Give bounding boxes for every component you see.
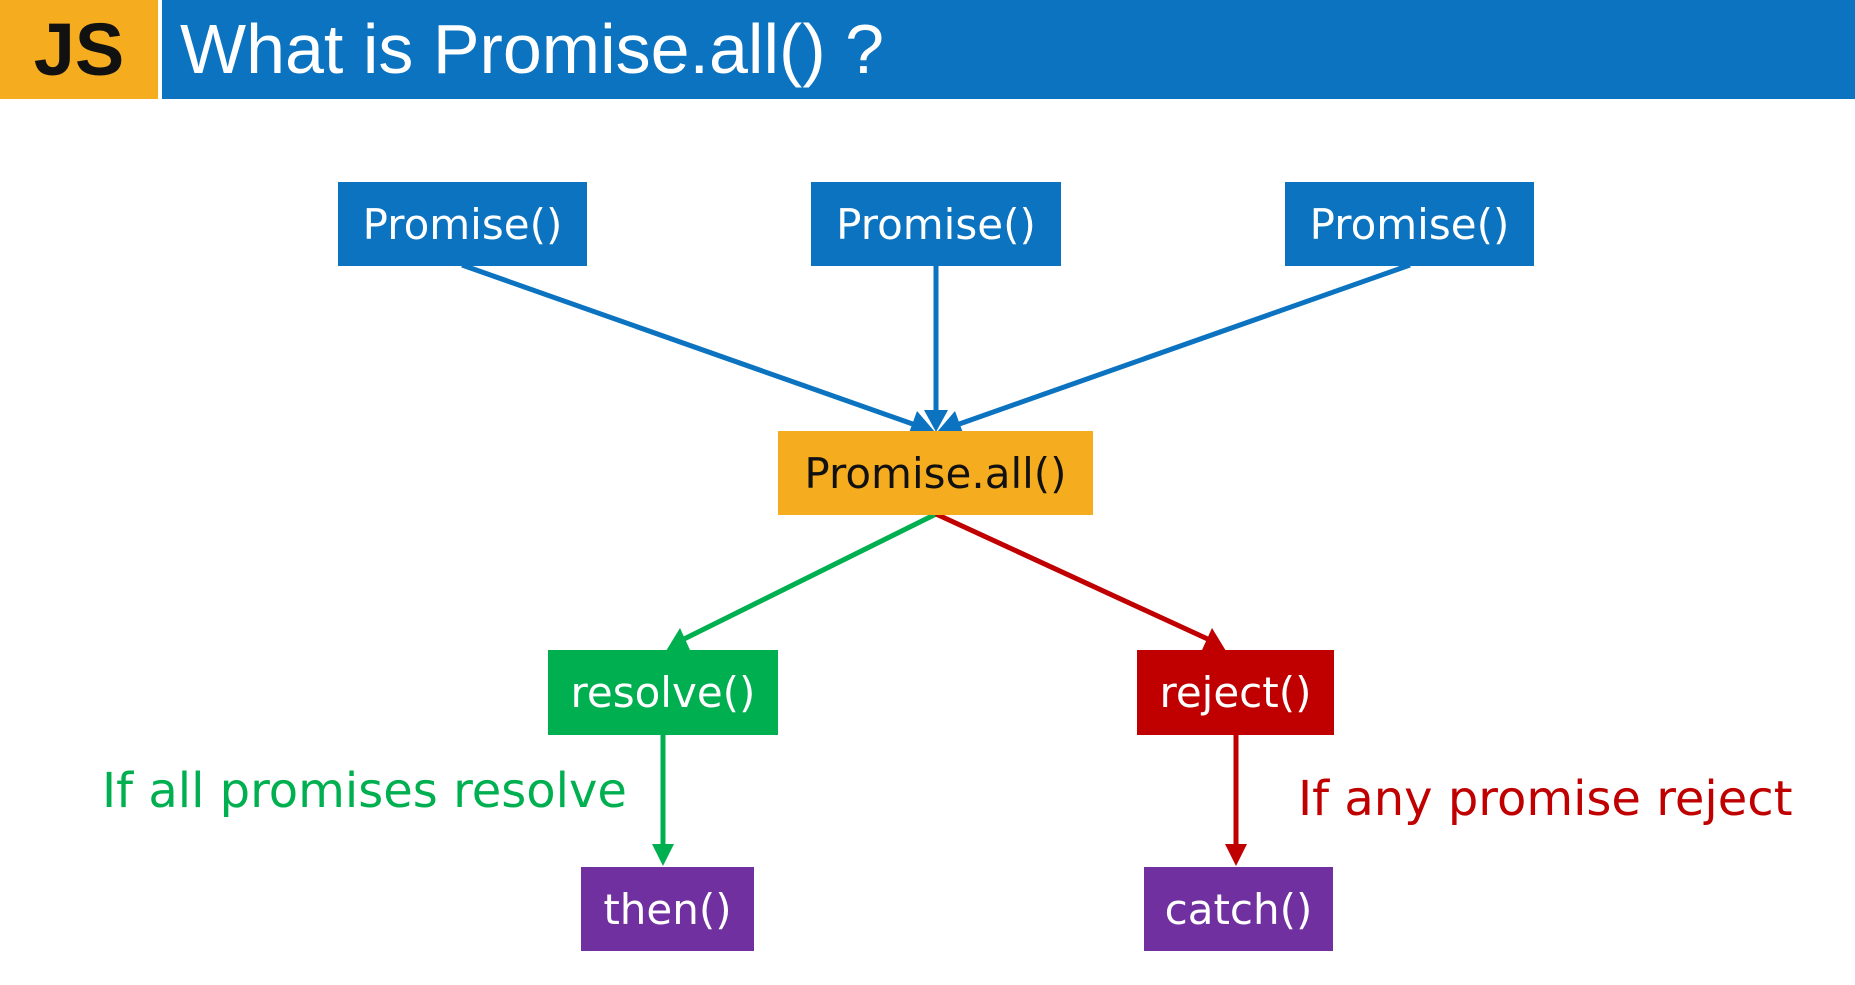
page-title: What is Promise.all() ? bbox=[180, 10, 885, 88]
promise-all-node: Promise.all() bbox=[778, 431, 1093, 515]
then-node: then() bbox=[581, 867, 754, 951]
arrowhead-promise-2 bbox=[924, 410, 948, 432]
arrow-promise-1-to-all bbox=[461, 262, 925, 431]
promise-node-1: Promise() bbox=[338, 182, 587, 266]
arrow-all-to-reject bbox=[934, 511, 1214, 644]
js-badge: JS bbox=[0, 0, 158, 99]
arrowhead-resolve bbox=[666, 628, 690, 651]
arrowhead-promise-3 bbox=[937, 411, 963, 433]
arrowhead-reject bbox=[1202, 628, 1226, 651]
arrow-promise-3-to-all bbox=[947, 262, 1411, 431]
arrow-all-to-resolve bbox=[678, 511, 938, 644]
arrowhead-catch bbox=[1225, 844, 1247, 866]
reject-condition-caption: If any promise reject bbox=[1298, 771, 1793, 827]
title-bar: What is Promise.all() ? bbox=[162, 0, 1855, 99]
promise-node-2: Promise() bbox=[811, 182, 1061, 266]
promise-node-3: Promise() bbox=[1285, 182, 1534, 266]
catch-node: catch() bbox=[1144, 867, 1333, 951]
reject-node: reject() bbox=[1137, 650, 1334, 735]
resolve-condition-caption: If all promises resolve bbox=[102, 763, 627, 819]
arrowhead-promise-1 bbox=[909, 411, 935, 433]
arrowhead-then bbox=[652, 844, 674, 866]
resolve-node: resolve() bbox=[548, 650, 778, 735]
